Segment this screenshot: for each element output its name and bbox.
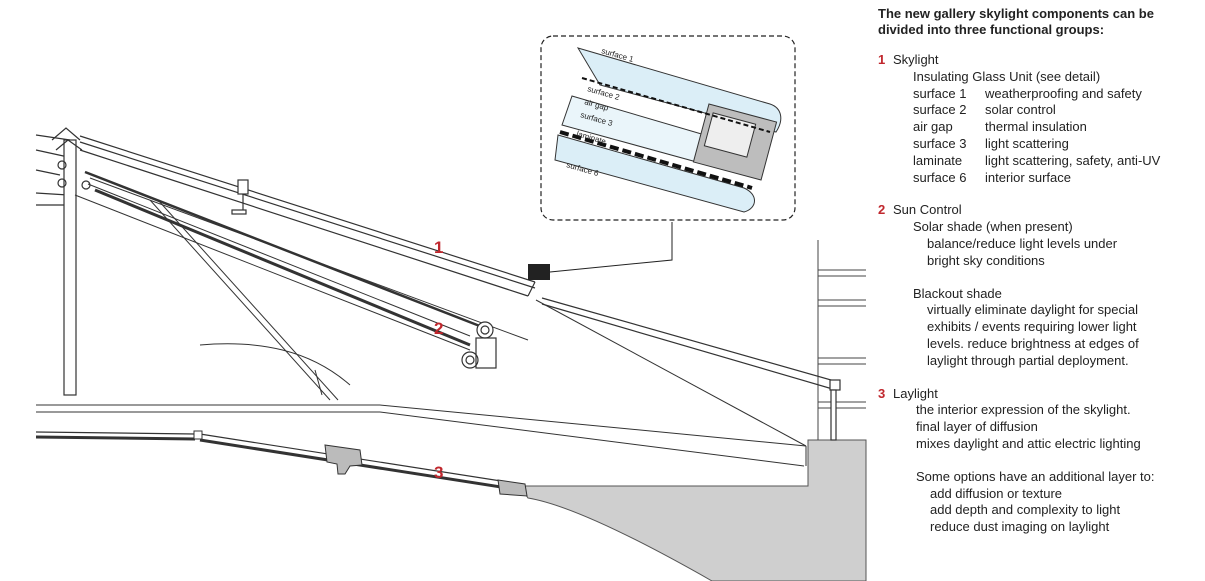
- blackout-shade-line: laylight through partial deployment.: [927, 352, 1129, 368]
- blackout-shade-line: virtually eliminate daylight for special: [927, 302, 1138, 318]
- row-key: surface 6: [913, 169, 967, 185]
- row-value: thermal insulation: [985, 119, 1087, 135]
- group-laylight: 3 Laylight the interior expression of the…: [878, 386, 1198, 536]
- intro-text: The new gallery skylight components can …: [878, 6, 1154, 37]
- shade-rails: [74, 170, 529, 351]
- laylight-line: the interior expression of the skylight.: [916, 402, 1131, 418]
- solar-shade-title: Solar shade (when present): [913, 219, 1073, 235]
- marker-2: 2: [434, 319, 443, 338]
- group-title: Sun Control: [893, 202, 962, 218]
- detail-row: surface 1 weatherproofing and safety: [878, 86, 1198, 103]
- row-key: surface 3: [913, 135, 967, 151]
- group-number: 1: [878, 52, 886, 67]
- skylight-section-diagram: surface 1 surface 2 air gap surface 3 la…: [35, 35, 867, 581]
- row-key: surface 1: [913, 85, 967, 101]
- description-panel: The new gallery skylight components can …: [878, 6, 1198, 536]
- row-value: light scattering, safety, anti-UV: [985, 152, 1161, 168]
- roof-strut-bracket: [231, 179, 249, 215]
- detail-row: surface 6 interior surface: [878, 170, 1198, 187]
- group-number: 2: [878, 202, 886, 218]
- laylight-line: final layer of diffusion: [916, 419, 1038, 435]
- masonry-wall: [519, 439, 867, 581]
- detail-row: surface 3 light scattering: [878, 136, 1198, 153]
- right-wall-lines: [817, 240, 866, 440]
- row-value: solar control: [985, 102, 1056, 118]
- option-line: reduce dust imaging on laylight: [930, 519, 1110, 535]
- option-line: add depth and complexity to light: [930, 502, 1121, 518]
- group-skylight: 1 Skylight Insulating Glass Unit (see det…: [878, 52, 1198, 186]
- detail-row: surface 2 solar control: [878, 102, 1198, 119]
- row-key: air gap: [913, 119, 953, 135]
- options-title: Some options have an additional layer to…: [916, 468, 1155, 484]
- lower-framing: [36, 199, 807, 467]
- shade-roller-assembly: [461, 321, 497, 369]
- laylight-line: mixes daylight and attic electric lighti…: [916, 435, 1141, 451]
- left-roof-frame: [35, 127, 91, 396]
- row-value: interior surface: [985, 169, 1071, 185]
- detail-row: laminate light scattering, safety, anti-U…: [878, 153, 1198, 170]
- detail-callout: [528, 222, 673, 280]
- igu-detail-inset: surface 1 surface 2 air gap surface 3 la…: [540, 35, 796, 221]
- option-line: add diffusion or texture: [930, 485, 1063, 501]
- solar-shade-line: bright sky conditions: [927, 252, 1045, 268]
- group-title: Skylight: [893, 52, 939, 67]
- marker-3: 3: [434, 463, 443, 482]
- blackout-shade-line: exhibits / events requiring lower light: [927, 319, 1137, 335]
- group-number: 3: [878, 385, 886, 401]
- blackout-shade-title: Blackout shade: [913, 285, 1002, 301]
- detail-row: air gap thermal insulation: [878, 119, 1198, 136]
- row-value: weatherproofing and safety: [985, 85, 1142, 101]
- row-key: laminate: [913, 152, 963, 168]
- solar-shade-line: balance/reduce light levels under: [927, 235, 1118, 251]
- skylight-glass-plane: [79, 135, 841, 441]
- group-subtitle: Insulating Glass Unit (see detail): [913, 68, 1101, 84]
- blackout-shade-line: levels. reduce brightness at edges of: [927, 335, 1139, 351]
- marker-1: 1: [434, 238, 443, 257]
- row-value: light scattering: [985, 135, 1069, 151]
- group-title: Laylight: [893, 385, 938, 401]
- row-key: surface 2: [913, 102, 967, 118]
- laylight-assembly: [35, 430, 528, 497]
